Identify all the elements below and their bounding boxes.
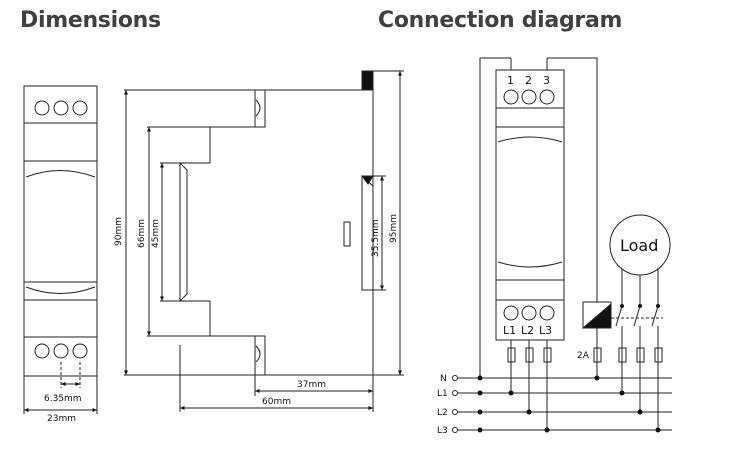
junction-dots (477, 304, 661, 433)
width-37-label: 37mm (297, 380, 326, 390)
side-view (124, 70, 404, 412)
height-66-label: 66mm (137, 219, 147, 248)
front-bottom-terminals (34, 343, 88, 359)
width-23-label: 23mm (47, 414, 76, 424)
terminal-3-label: 3 (543, 74, 550, 87)
bus-l2-label: L2 (437, 408, 448, 418)
width-6-35-label: 6.35mm (44, 394, 82, 404)
bus-terminals (452, 375, 458, 433)
bus-l3-label: L3 (437, 426, 448, 436)
fuse-2a-label: 2A (577, 351, 590, 361)
module-top-terminals (503, 89, 555, 105)
terminal-l2-label: L2 (521, 324, 534, 337)
terminal-l1-label: L1 (503, 324, 516, 337)
bus-n-label: N (440, 374, 447, 384)
height-95-label: 95mm (389, 214, 399, 243)
bus-l1-label: L1 (437, 389, 448, 399)
terminal-1-label: 1 (507, 74, 514, 87)
terminal-l3-label: L3 (539, 324, 552, 337)
module-bottom-terminals (503, 305, 555, 321)
load-fuses (618, 347, 663, 363)
height-90-label: 90mm (114, 217, 124, 246)
width-60-label: 60mm (262, 397, 291, 407)
height-45-label: 45mm (151, 219, 161, 248)
input-fuses (507, 347, 552, 363)
dimensions-heading: Dimensions (20, 8, 161, 33)
connection-diagram-heading: Connection diagram (378, 8, 623, 33)
terminal-2-label: 2 (525, 74, 532, 87)
connection-diagram (455, 57, 672, 431)
front-top-terminals (34, 100, 88, 116)
front-view (23, 85, 98, 414)
height-35-5-label: 35.5mm (371, 219, 381, 257)
load-contacts (615, 305, 659, 327)
load-label: Load (620, 236, 658, 255)
